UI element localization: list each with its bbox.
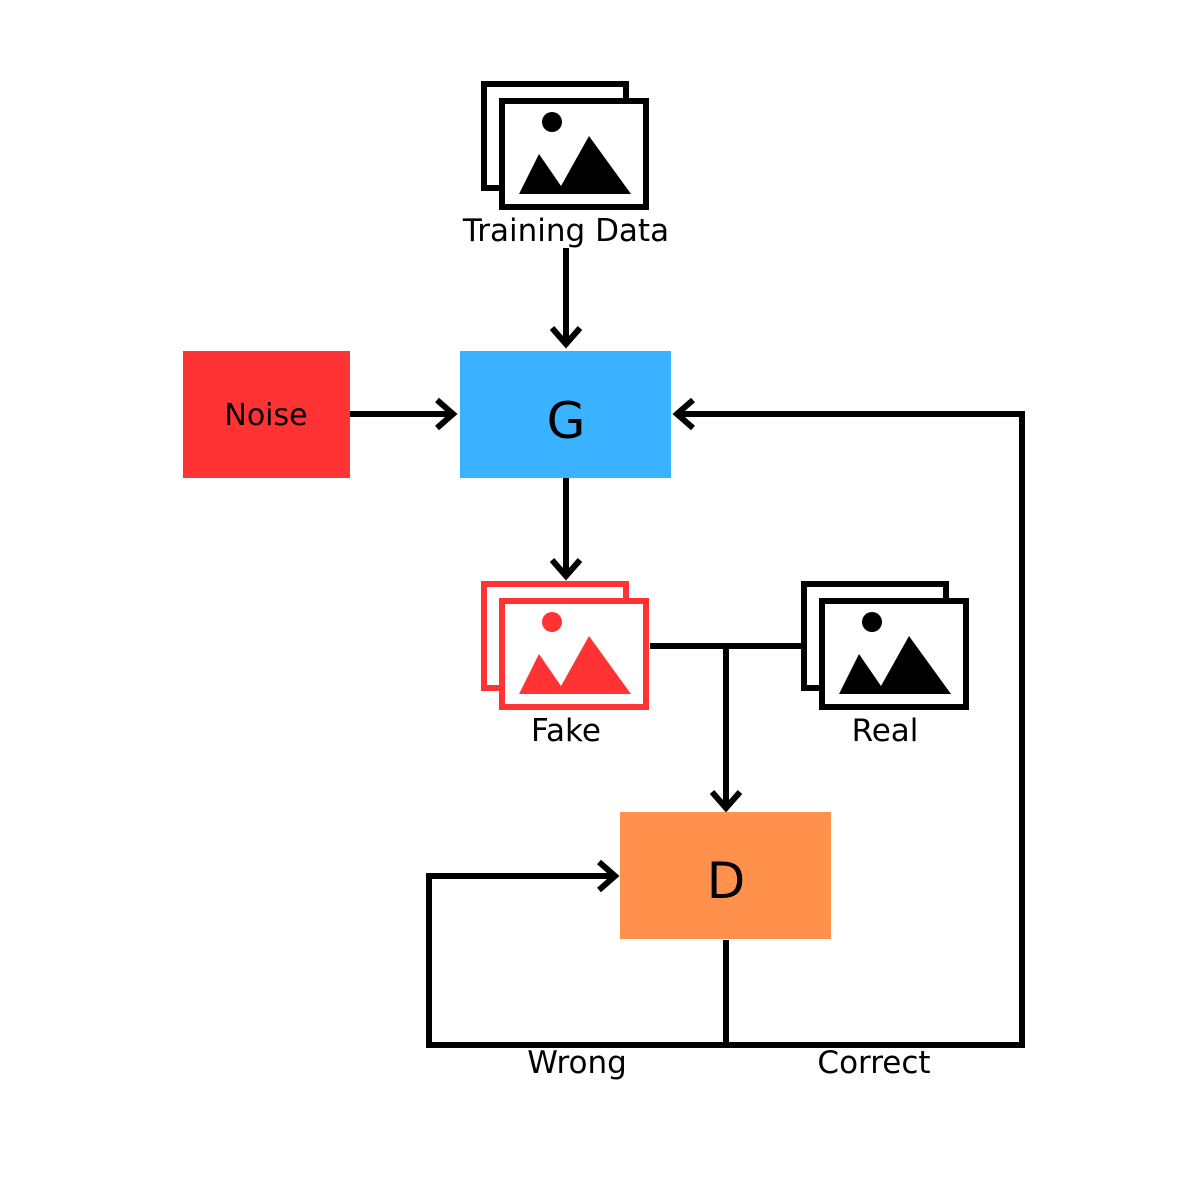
discriminator-box	[620, 812, 831, 939]
fake-label: Fake	[531, 713, 601, 749]
arrowhead-noise-to-g	[435, 397, 458, 431]
arrowhead-wrong-to-d	[597, 859, 620, 893]
fake-node: Fake	[484, 584, 646, 749]
training-data-node: Training Data	[462, 84, 669, 249]
discriminator-label: D	[707, 852, 746, 910]
generator-label: G	[547, 392, 586, 450]
image-stack-icon	[484, 584, 646, 707]
training-data-label: Training Data	[462, 213, 669, 249]
wrong-label: Wrong	[527, 1045, 627, 1081]
arrowhead-g-to-fake	[549, 558, 583, 581]
generator-box	[460, 351, 671, 478]
noise-box	[183, 351, 350, 478]
image-stack-icon	[484, 84, 646, 207]
arrowhead-training-to-g	[549, 326, 583, 349]
noise-node: Noise	[183, 351, 350, 478]
real-node: Real	[804, 584, 966, 749]
arrowhead-correct-to-g	[672, 397, 695, 431]
correct-label: Correct	[817, 1045, 930, 1081]
arrowhead-merge-to-d	[709, 790, 743, 813]
real-label: Real	[852, 713, 919, 749]
noise-label: Noise	[224, 398, 307, 433]
discriminator-node: D	[620, 812, 831, 939]
image-stack-icon	[804, 584, 966, 707]
connectors	[350, 248, 1025, 1048]
generator-node: G	[460, 351, 671, 478]
